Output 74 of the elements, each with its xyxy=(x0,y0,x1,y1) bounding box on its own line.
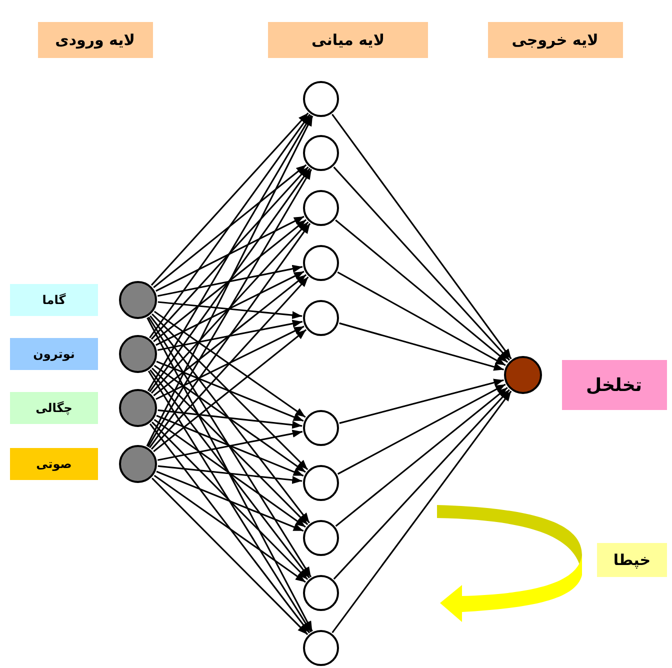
arrow xyxy=(156,360,304,422)
layer-heading: لایه ورودی xyxy=(38,22,152,58)
arrow xyxy=(150,112,309,286)
input-neuron xyxy=(119,389,157,427)
arrow xyxy=(156,270,304,346)
arrow xyxy=(153,274,307,396)
arrow xyxy=(150,369,310,578)
arrow xyxy=(146,317,313,632)
input-neuron xyxy=(119,445,157,483)
arrow xyxy=(152,478,308,636)
arrow xyxy=(332,114,512,360)
arrow xyxy=(333,166,510,361)
layer-heading: لایه خروجی xyxy=(488,22,622,58)
arrow xyxy=(154,474,306,583)
arrow xyxy=(148,370,312,632)
arrow xyxy=(148,114,312,392)
input-label: صوتی xyxy=(10,448,98,480)
arrow xyxy=(333,389,510,580)
hidden-neuron xyxy=(303,410,339,446)
hidden-neuron xyxy=(303,520,339,556)
hidden-neuron xyxy=(303,190,339,226)
arrow xyxy=(335,219,508,363)
arrow xyxy=(157,320,303,351)
arrow xyxy=(149,114,311,338)
arrow xyxy=(339,378,504,424)
arrow xyxy=(150,166,309,340)
arrow xyxy=(156,326,304,400)
arrow xyxy=(332,390,512,634)
arrow xyxy=(147,169,312,448)
arrow xyxy=(158,409,302,429)
error-label: خپطا xyxy=(597,543,667,577)
arrow xyxy=(157,264,303,297)
arrow xyxy=(156,414,304,477)
arrow xyxy=(152,422,308,580)
layer-heading: لایه میانی xyxy=(268,22,428,58)
hidden-neuron xyxy=(303,245,339,281)
arrow xyxy=(153,329,307,452)
arrow xyxy=(154,418,306,528)
arrow xyxy=(152,314,308,470)
hidden-neuron xyxy=(303,575,339,611)
arrow xyxy=(152,368,308,526)
arrow xyxy=(146,116,314,446)
arrow xyxy=(154,364,306,473)
arrow xyxy=(150,315,310,524)
arrow xyxy=(337,272,506,366)
hidden-neuron xyxy=(303,630,339,666)
hidden-neuron xyxy=(303,81,339,117)
input-label: چگالی xyxy=(10,392,98,424)
input-label: نوترون xyxy=(10,338,98,370)
input-neuron xyxy=(119,335,157,373)
arrow xyxy=(158,301,302,320)
arrow xyxy=(153,164,307,288)
arrow xyxy=(156,216,304,292)
arrow xyxy=(148,223,311,448)
hidden-neuron xyxy=(303,465,339,501)
hidden-neuron xyxy=(303,135,339,171)
arrow xyxy=(157,430,303,461)
arrow xyxy=(149,423,310,634)
arrow xyxy=(156,470,304,532)
arrow xyxy=(150,276,309,450)
hidden-neuron xyxy=(303,300,339,336)
arrow xyxy=(153,219,307,342)
arrow xyxy=(337,384,506,475)
arrow xyxy=(149,168,311,392)
arrow xyxy=(154,310,306,418)
input-label: گاما xyxy=(10,284,98,316)
output-label: تخلخل xyxy=(562,360,666,410)
input-neuron xyxy=(119,281,157,319)
arrow xyxy=(158,465,302,484)
arrow xyxy=(148,316,312,578)
arrow xyxy=(339,322,504,371)
arrow xyxy=(335,386,508,527)
output-neuron xyxy=(504,356,542,394)
arrow xyxy=(150,221,309,394)
